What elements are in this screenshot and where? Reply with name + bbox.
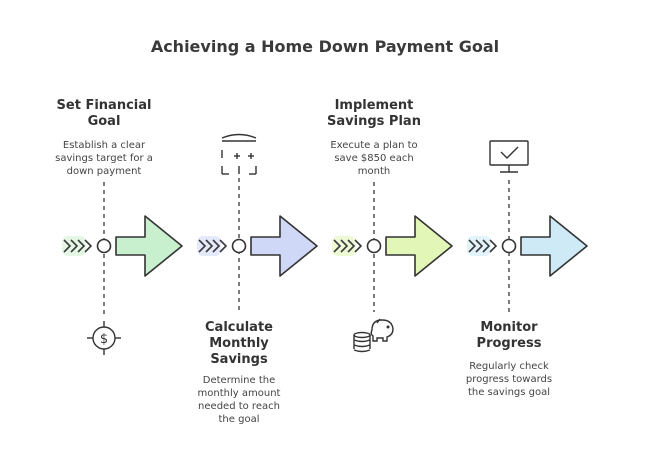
step-2-chevrons — [197, 236, 228, 256]
step-3-description: Execute a plan to save $850 each month — [330, 140, 418, 177]
piggy-bank-coins-icon — [353, 318, 394, 353]
svg-text:$: $ — [100, 332, 108, 347]
step-2-group — [197, 133, 318, 312]
step-3-group — [332, 182, 453, 353]
step-1-title: Set Financial Goal — [56, 98, 152, 129]
step-3-chevrons — [332, 236, 363, 256]
step-3-arrow — [385, 215, 453, 277]
calculator-icon — [221, 133, 257, 175]
target-dollar-icon: $ — [87, 321, 121, 355]
step-1-node — [96, 238, 112, 254]
step-4-group — [467, 140, 588, 314]
step-2-description: Determine the monthly amount needed to r… — [197, 375, 281, 425]
monitor-checkmark-icon — [489, 140, 529, 173]
step-1-arrow — [115, 215, 183, 277]
step-1-chevrons — [62, 236, 93, 256]
step-3-title: Implement Savings Plan — [327, 98, 421, 129]
step-3-node — [366, 238, 382, 254]
step-2-title: Calculate Monthly Savings — [205, 320, 273, 367]
step-2-node — [231, 238, 247, 254]
step-4-description: Regularly check progress towards the sav… — [465, 361, 553, 398]
diagram-title: Achieving a Home Down Payment Goal — [150, 37, 500, 56]
step-4-node — [501, 238, 517, 254]
step-2-arrow — [250, 215, 318, 277]
step-1-description: Establish a clear savings target for a d… — [55, 140, 153, 177]
step-4-chevrons — [467, 236, 498, 256]
step-1-group: $ — [62, 182, 183, 355]
step-4-title: Monitor Progress — [476, 320, 542, 351]
step-4-arrow — [520, 215, 588, 277]
